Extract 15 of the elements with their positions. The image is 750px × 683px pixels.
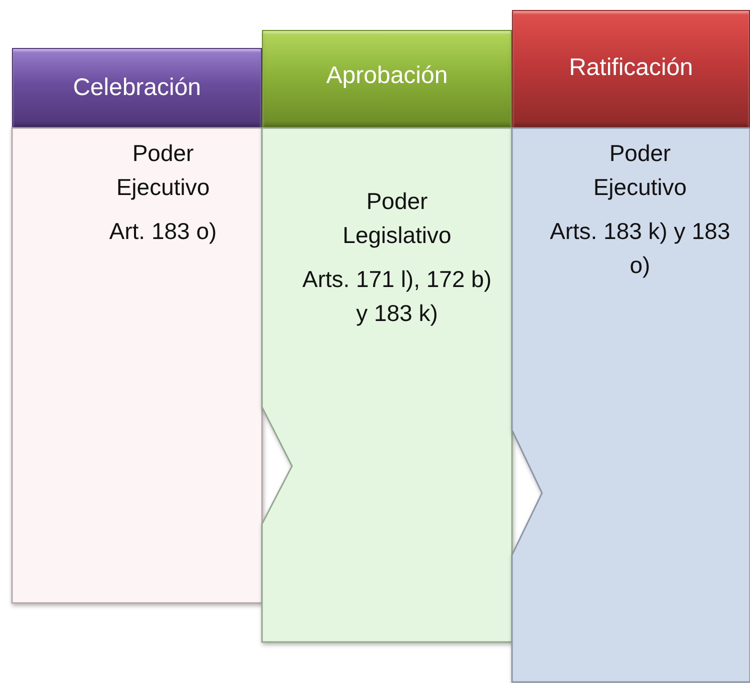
- content-panel: [512, 128, 750, 682]
- branch-label: Poder Legislativo: [342, 187, 452, 250]
- header-label: Aprobación: [326, 62, 448, 90]
- header-box: [12, 48, 262, 128]
- article-reference: Arts. 183 k) y 183 o): [548, 217, 732, 280]
- article-reference: Arts. 171 l), 172 b) y 183 k): [301, 265, 493, 328]
- header-box: [512, 10, 750, 128]
- branch-label: Poder Ejecutivo: [592, 139, 688, 202]
- header-box: [262, 30, 512, 128]
- header-label: Celebración: [72, 74, 202, 102]
- content-panel: [262, 128, 512, 642]
- content-panel: [12, 128, 262, 603]
- article-reference: Art. 183 o): [108, 217, 218, 246]
- branch-label: Poder Ejecutivo: [115, 139, 211, 202]
- header-label: Ratificación: [568, 54, 694, 82]
